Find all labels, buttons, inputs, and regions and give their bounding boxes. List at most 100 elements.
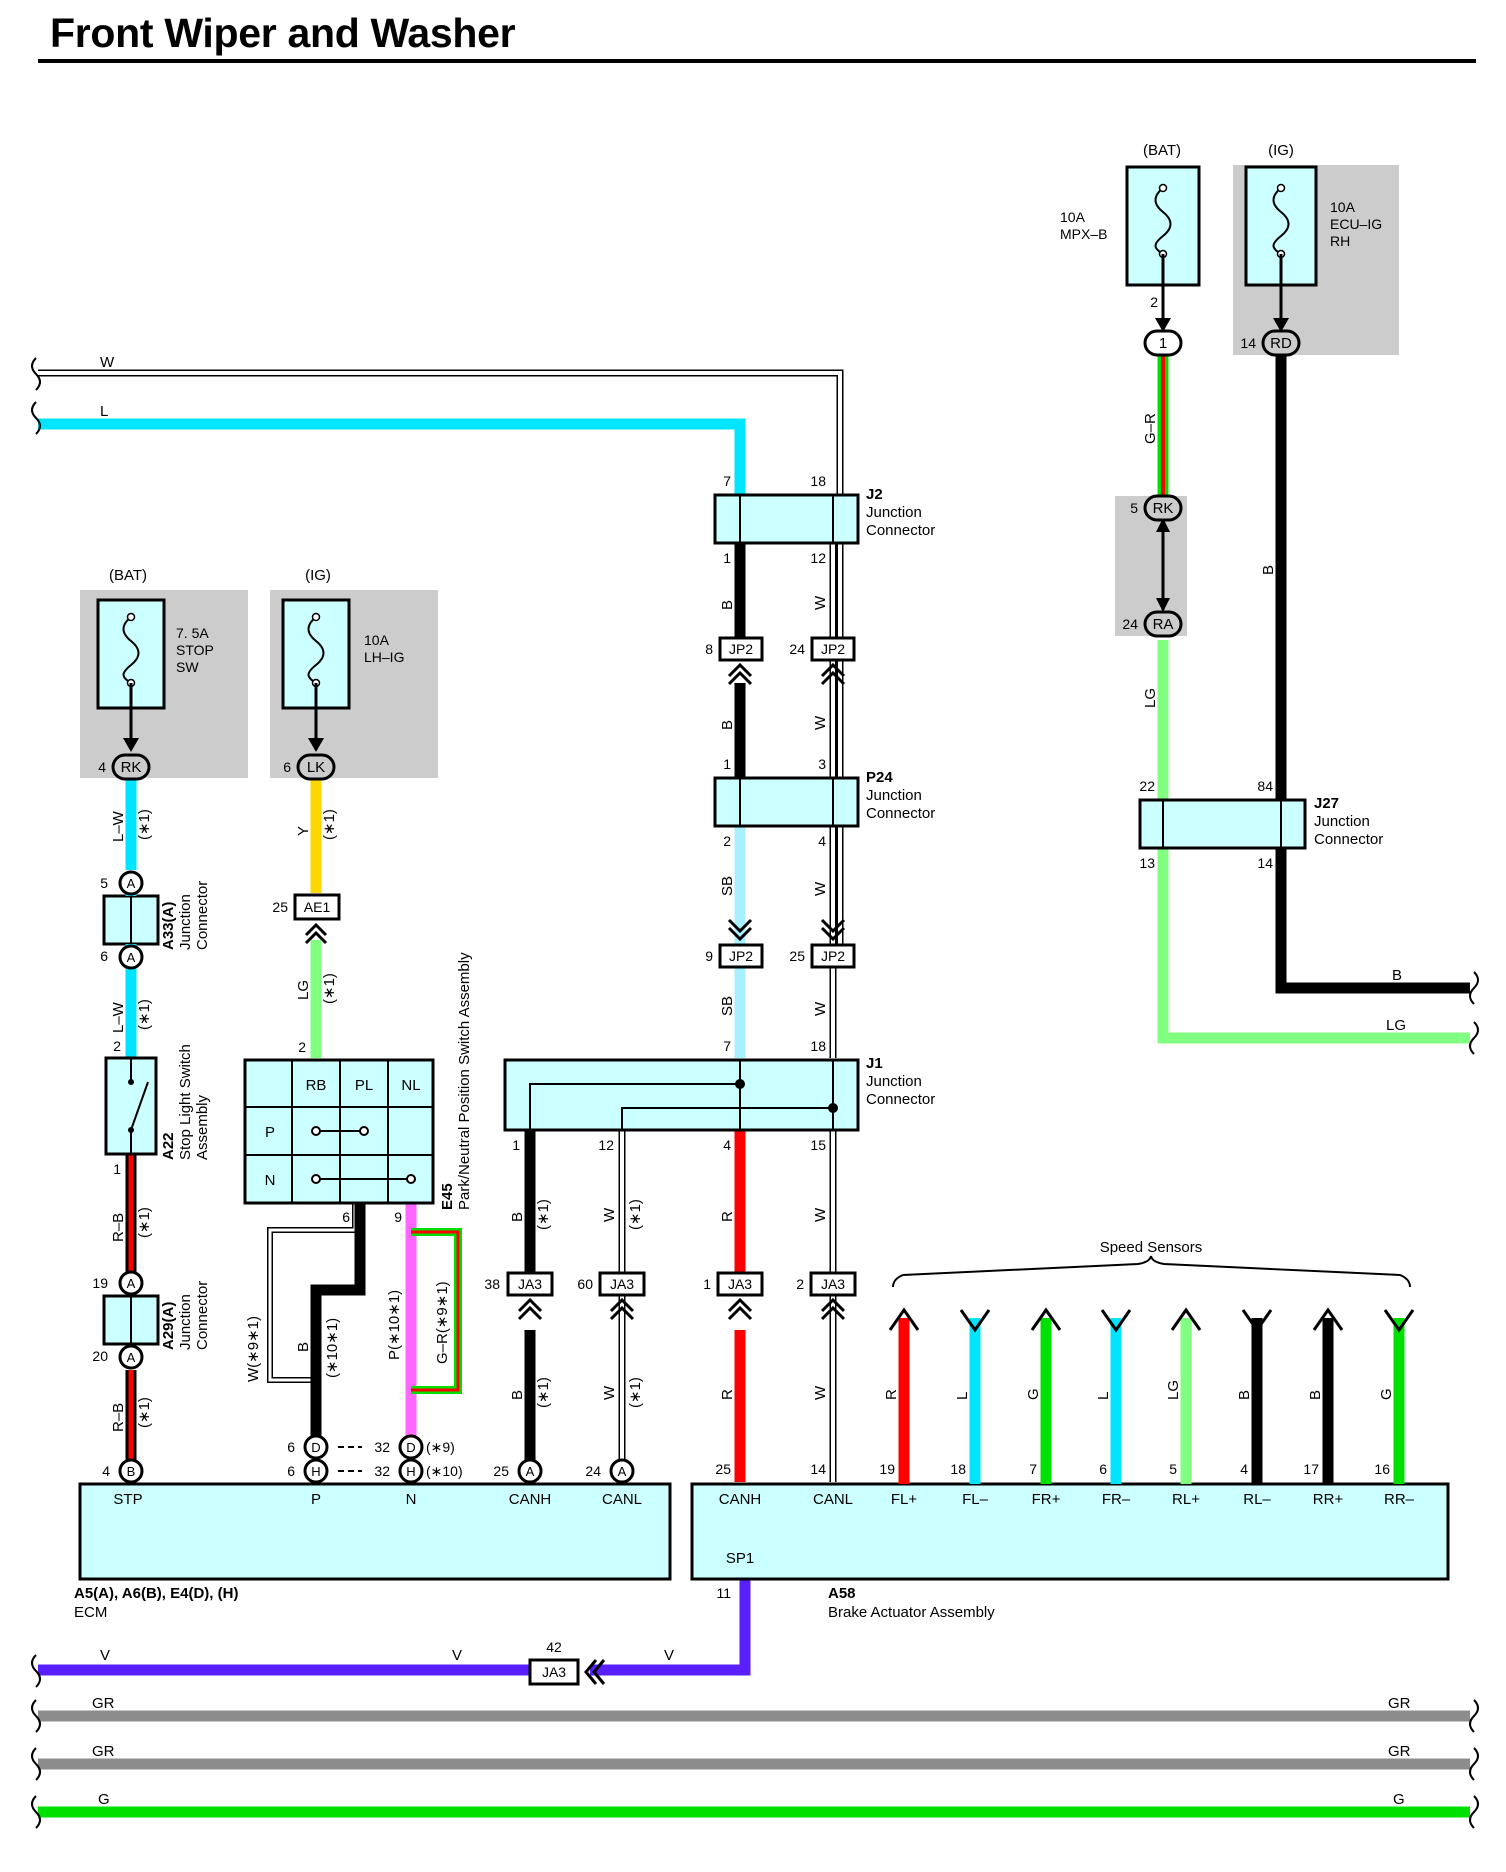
pin-label: 3 bbox=[818, 756, 826, 772]
pin-label: 15 bbox=[810, 1137, 826, 1153]
wire-label: G–R(∗9∗1) bbox=[434, 1281, 451, 1364]
arrow-down bbox=[1156, 598, 1170, 612]
pin-label: 7 bbox=[1029, 1461, 1037, 1477]
wire-label: B bbox=[719, 720, 736, 730]
pin-label: 5 bbox=[1169, 1461, 1177, 1477]
speed-sensors-label: Speed Sensors bbox=[1100, 1239, 1203, 1256]
pin-label: 1 bbox=[723, 550, 731, 566]
connector-name: Junction bbox=[866, 504, 922, 521]
wire-label: W bbox=[812, 595, 829, 610]
svg-text:25: 25 bbox=[715, 1461, 731, 1477]
svg-text:FR–: FR– bbox=[1102, 1491, 1131, 1508]
fuse-rating: 10A bbox=[1060, 209, 1086, 225]
svg-text:AE1: AE1 bbox=[304, 899, 331, 915]
svg-text:38: 38 bbox=[484, 1276, 500, 1292]
pin-label: 22 bbox=[1139, 778, 1155, 794]
svg-text:RR–: RR– bbox=[1384, 1491, 1415, 1508]
connector-id: A33(A) bbox=[160, 902, 177, 950]
svg-text:A: A bbox=[127, 950, 136, 965]
svg-text:STP: STP bbox=[113, 1491, 142, 1508]
connector-name: Junction bbox=[177, 1294, 194, 1350]
sensor-arrow-up bbox=[1170, 1307, 1202, 1331]
sensor-arrow-up bbox=[1030, 1307, 1062, 1331]
ecm-box: STP P N CANH CANL A5(A), A6(B), E4(D), (… bbox=[74, 1482, 672, 1621]
connector-name: Junction bbox=[1314, 813, 1370, 830]
svg-text:CANL: CANL bbox=[602, 1491, 642, 1508]
wire-note: (∗10∗1) bbox=[324, 1318, 341, 1378]
connector-name: Connector bbox=[1314, 831, 1383, 848]
pin-label: 1 bbox=[113, 1161, 121, 1177]
svg-text:LK: LK bbox=[307, 759, 325, 776]
pin-label: 19 bbox=[879, 1461, 895, 1477]
connector-name: ECM bbox=[74, 1604, 107, 1621]
fuse-lh-ig: (IG) 10A LH–IG bbox=[270, 567, 438, 778]
junction-a33: 5 6 A33(A) Junction Connector bbox=[100, 875, 211, 964]
svg-text:32: 32 bbox=[374, 1463, 390, 1479]
fuse-name: LH–IG bbox=[364, 649, 404, 665]
svg-text:CANL: CANL bbox=[813, 1491, 853, 1508]
svg-text:JA3: JA3 bbox=[518, 1276, 542, 1292]
wire-note: (∗1) bbox=[321, 809, 338, 840]
svg-text:24: 24 bbox=[1122, 616, 1138, 632]
junction-a29: 19 20 A29(A) Junction Connector bbox=[92, 1275, 211, 1364]
wire-note: (∗1) bbox=[136, 1207, 153, 1238]
wire-label: SB bbox=[719, 876, 736, 896]
svg-text:JA3: JA3 bbox=[728, 1276, 752, 1292]
wire-label: LG bbox=[1386, 1017, 1406, 1034]
fuse-rating: 10A bbox=[364, 632, 390, 648]
svg-text:A: A bbox=[127, 1276, 136, 1291]
connector-name: Junction bbox=[177, 894, 194, 950]
wire-note: (∗1) bbox=[535, 1377, 552, 1408]
svg-text:24: 24 bbox=[789, 641, 805, 657]
wire-label: V bbox=[664, 1647, 674, 1664]
pin-label: 2 bbox=[723, 833, 731, 849]
connector-name: Junction bbox=[866, 1073, 922, 1090]
wire-lg-right bbox=[1157, 640, 1470, 1044]
svg-text:8: 8 bbox=[705, 641, 713, 657]
svg-text:6: 6 bbox=[287, 1463, 295, 1479]
wire-label: B bbox=[509, 1390, 526, 1400]
svg-text:JP2: JP2 bbox=[821, 641, 845, 657]
svg-text:25: 25 bbox=[789, 948, 805, 964]
connector-id: J27 bbox=[1314, 795, 1339, 812]
wire-label: L–W bbox=[110, 1001, 127, 1033]
connector-id: E45 bbox=[439, 1183, 456, 1210]
junction-j2: 7 18 1 12 J2 Junction Connector bbox=[713, 473, 935, 566]
stop-light-switch: 2 1 A22 Stop Light Switch Assembly bbox=[104, 1038, 211, 1177]
pin-label: 6 bbox=[1099, 1461, 1107, 1477]
pin-label: 19 bbox=[92, 1275, 108, 1291]
wire-label: R bbox=[719, 1211, 736, 1222]
fuse-supply-label: (IG) bbox=[1268, 142, 1294, 159]
wire-l-top bbox=[38, 418, 746, 495]
svg-text:JP2: JP2 bbox=[729, 641, 753, 657]
sensor-wire-label: R bbox=[883, 1389, 900, 1400]
svg-text:SP1: SP1 bbox=[726, 1550, 754, 1567]
svg-text:9: 9 bbox=[705, 948, 713, 964]
fuse-supply-label: (IG) bbox=[305, 567, 331, 584]
svg-text:FR+: FR+ bbox=[1032, 1491, 1061, 1508]
svg-text:D: D bbox=[406, 1440, 415, 1455]
sensor-arrow-up bbox=[1312, 1307, 1344, 1331]
svg-text:RL–: RL– bbox=[1243, 1491, 1271, 1508]
wire-label: LG bbox=[1142, 688, 1159, 708]
pin-label: 14 bbox=[1257, 855, 1273, 871]
svg-text:(∗9): (∗9) bbox=[426, 1439, 455, 1455]
junction-p24: 1 3 2 4 P24 Junction Connector bbox=[713, 756, 935, 849]
svg-text:A: A bbox=[127, 1350, 136, 1365]
wire-note: (∗1) bbox=[535, 1199, 552, 1230]
pin-label: 2 bbox=[1150, 294, 1158, 310]
connector-name: Connector bbox=[194, 1281, 211, 1350]
pin-label: 2 bbox=[113, 1038, 121, 1054]
junction-j1: 7 18 1 12 4 15 J1 Junction Connector bbox=[503, 1038, 935, 1153]
wire-label: G bbox=[98, 1791, 110, 1808]
svg-text:1: 1 bbox=[703, 1276, 711, 1292]
svg-text:RK: RK bbox=[121, 759, 142, 776]
svg-text:FL–: FL– bbox=[962, 1491, 989, 1508]
pin-label: 18 bbox=[810, 473, 826, 489]
wire-label: W bbox=[100, 354, 115, 371]
svg-text:RB: RB bbox=[306, 1077, 327, 1094]
sensor-arrow-down bbox=[959, 1309, 991, 1333]
connector-name: Assembly bbox=[194, 1094, 211, 1160]
